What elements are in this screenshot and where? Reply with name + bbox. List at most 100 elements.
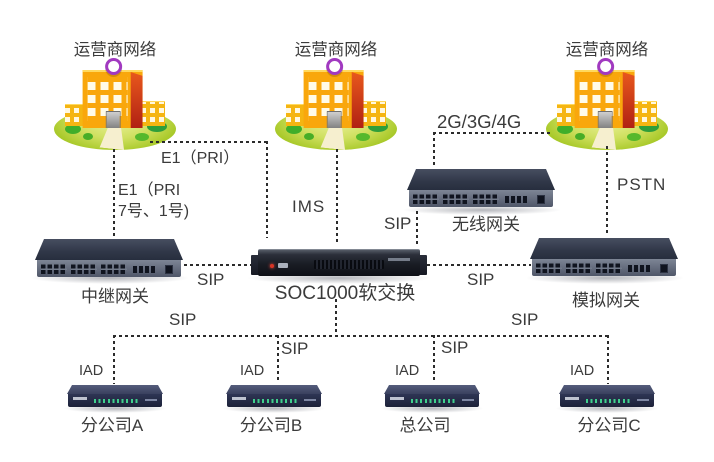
link-line-e1pri-horizontal xyxy=(150,141,268,143)
link-line-ims xyxy=(336,149,338,242)
device-shadow xyxy=(63,404,167,413)
iad-tag-branch-c: IAD xyxy=(570,363,595,379)
clock-icon xyxy=(326,58,344,75)
iad-front-panel xyxy=(385,394,479,407)
iad-front-panel xyxy=(560,394,654,407)
clock-icon xyxy=(105,58,123,75)
bush-icon xyxy=(356,133,370,141)
carrier-network-label: 运营商网络 xyxy=(294,41,378,59)
link-line-drop-branch-a xyxy=(113,335,115,384)
site-label-branch-b: 分公司B xyxy=(239,416,303,435)
building-wing xyxy=(633,101,657,126)
bush-icon xyxy=(575,133,585,140)
device-shadow xyxy=(402,205,562,215)
ethernet-ports xyxy=(413,193,439,204)
iad-tag-branch-b: IAD xyxy=(240,363,265,379)
iad-top-panel xyxy=(384,385,480,394)
brand-mark xyxy=(388,258,410,261)
uplink-port xyxy=(165,265,173,274)
switch-front-panel xyxy=(532,259,676,276)
building-wing xyxy=(557,104,579,126)
link-label-sip-analog: SIP xyxy=(467,270,495,289)
door-icon xyxy=(326,111,342,128)
iad-top-panel xyxy=(67,385,163,394)
bush-icon xyxy=(147,121,167,132)
switch-front-panel xyxy=(409,190,553,207)
device-shadow xyxy=(222,404,326,413)
link-line-mobile-vertical xyxy=(433,132,435,168)
iad-top-panel xyxy=(559,385,655,394)
switch-top-panel xyxy=(407,169,555,190)
iad-device-branch-c xyxy=(559,385,655,408)
server-vent xyxy=(314,260,384,269)
led-strip xyxy=(253,399,297,403)
carrier-network-label: 运营商网络 xyxy=(73,41,157,59)
sfp-ports xyxy=(628,265,652,272)
iad-device-headquarters xyxy=(384,385,480,408)
trunk-gateway-device xyxy=(35,239,183,279)
door-icon xyxy=(597,111,613,128)
power-led xyxy=(270,264,274,268)
link-line-drop-headquarters xyxy=(433,335,435,380)
ethernet-ports xyxy=(566,262,592,273)
iad-front-panel xyxy=(68,394,162,407)
site-label-branch-a: 分公司A xyxy=(80,416,144,435)
site-label-branch-c: 分公司C xyxy=(577,416,641,435)
link-line-carrier1-trunk xyxy=(113,149,115,239)
model-mark xyxy=(462,399,474,401)
link-line-e1pri-vertical xyxy=(266,141,268,238)
drive-bay xyxy=(278,263,288,268)
bush-icon xyxy=(627,133,641,141)
ethernet-ports xyxy=(101,263,127,274)
link-line-drop-branch-b xyxy=(277,335,279,380)
bush-icon xyxy=(83,133,93,140)
carrier-network-label: 运营商网络 xyxy=(565,41,649,59)
sfp-ports xyxy=(133,266,157,273)
wireless-gateway-device xyxy=(407,169,555,209)
model-mark xyxy=(304,399,316,401)
device-shadow xyxy=(555,404,659,413)
uplink-port xyxy=(537,195,545,204)
building-side-wall xyxy=(351,72,364,128)
brand-mark xyxy=(232,397,246,400)
ethernet-ports xyxy=(473,193,499,204)
uplink-port xyxy=(660,264,668,273)
rack-ear xyxy=(419,255,427,275)
ethernet-ports xyxy=(71,263,97,274)
rack-ear xyxy=(251,255,259,275)
link-line-sip-trunk-softswitch xyxy=(184,264,252,266)
link-label-sip-trunk: SIP xyxy=(197,270,225,289)
link-label-e1-pri: E1（PRI） xyxy=(161,150,240,167)
bush-icon xyxy=(65,124,81,134)
iad-top-panel xyxy=(226,385,322,394)
analog-gateway-device xyxy=(530,238,678,278)
iad-tag-headquarters: IAD xyxy=(395,363,420,379)
carrier-building-icon xyxy=(545,58,669,150)
link-label-sip-bus-left: SIP xyxy=(169,310,197,329)
bush-icon xyxy=(368,121,388,132)
bush-icon xyxy=(557,124,573,134)
link-label-ims: IMS xyxy=(292,197,326,216)
device-shadow xyxy=(380,404,484,413)
led-strip xyxy=(586,399,630,403)
led-strip xyxy=(411,399,455,403)
link-label-sip-headquarters: SIP xyxy=(441,338,469,357)
led-strip xyxy=(94,399,138,403)
building-wing xyxy=(65,104,87,126)
brand-mark xyxy=(390,397,404,400)
link-line-softswitch-bus xyxy=(335,299,337,335)
iad-device-branch-a xyxy=(67,385,163,408)
bush-icon xyxy=(135,133,149,141)
ethernet-ports xyxy=(41,263,67,274)
link-label-pstn: PSTN xyxy=(617,175,667,194)
model-mark xyxy=(637,399,649,401)
brand-mark xyxy=(565,397,579,400)
link-label-sip-branch-b: SIP xyxy=(281,339,309,358)
link-line-sip-bus xyxy=(113,335,609,337)
switch-top-panel xyxy=(35,239,183,260)
link-line-drop-branch-c xyxy=(607,335,609,384)
carrier-network-middle: 运营商网络 xyxy=(274,36,398,150)
clock-icon xyxy=(597,58,615,75)
bush-icon xyxy=(639,121,659,132)
trunk-gateway-label: 中继网关 xyxy=(81,287,149,306)
